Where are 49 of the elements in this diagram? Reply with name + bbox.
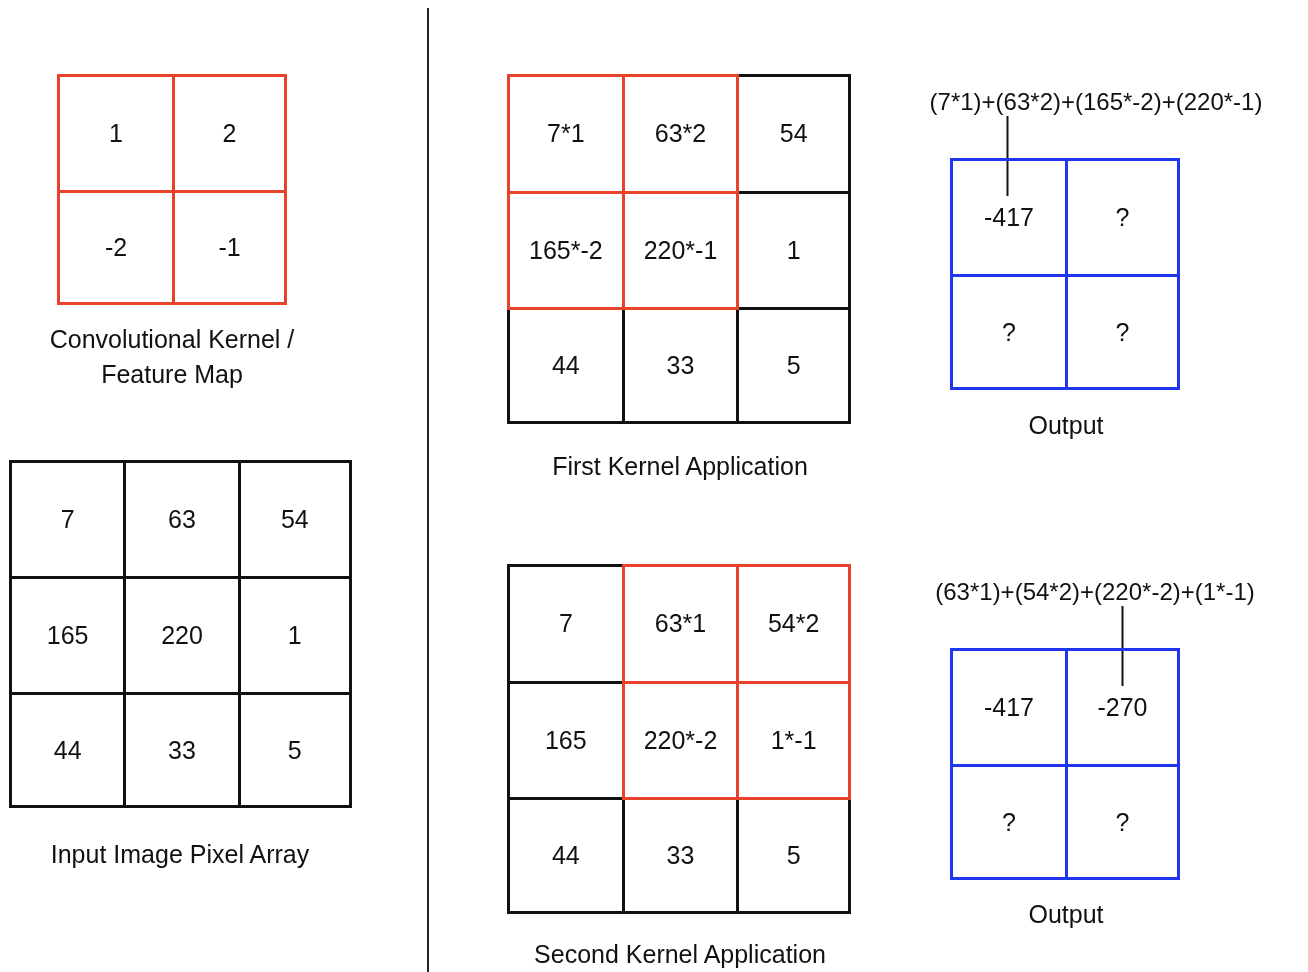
node-label: Output: [1027, 899, 1105, 930]
cell-value: 33: [666, 841, 695, 871]
grid-cell: [736, 564, 851, 684]
cell-value: 7*1: [547, 119, 585, 149]
cell-value: 1: [786, 236, 801, 265]
node-label: Output: [1027, 410, 1105, 441]
cell-value: 63*2: [654, 119, 707, 149]
cell-value: 7: [60, 505, 75, 534]
cell-value: 5: [786, 351, 801, 381]
cell-value: ?: [1115, 317, 1130, 347]
cell-value: 5: [287, 735, 302, 765]
cell-value: ?: [1115, 203, 1130, 232]
cell-value: 63: [168, 505, 196, 534]
cell-value: 54*2: [767, 609, 820, 639]
cell-value: 63*1: [654, 609, 707, 639]
cell-value: 5: [786, 841, 801, 871]
leader-line: [1006, 115, 1009, 197]
cell-value: ?: [1115, 807, 1130, 837]
cell-value: -417: [983, 693, 1034, 722]
cell-value: 33: [666, 351, 695, 381]
cell-value: 220*-1: [643, 236, 718, 265]
node-label: Second Kernel Application: [533, 939, 827, 970]
cell-value: ?: [1002, 317, 1016, 347]
cell-value: 33: [168, 735, 196, 765]
node-label: Input Image Pixel Array: [49, 839, 311, 870]
cell-value: -2: [104, 232, 128, 262]
cell-value: 44: [551, 841, 580, 871]
cell-value: 165: [544, 726, 587, 755]
node-label: First Kernel Application: [551, 451, 809, 482]
cell-value: 44: [53, 735, 82, 765]
node-label: Convolutional Kernel / Feature Map: [48, 324, 296, 390]
cell-value: 54: [280, 505, 309, 534]
cell-value: 44: [551, 351, 580, 381]
cell-value: 1: [287, 621, 302, 650]
leader-line: [1121, 605, 1124, 687]
cell-value: 220: [161, 621, 203, 650]
cell-value: 54: [779, 119, 808, 149]
cell-value: -270: [1097, 693, 1148, 722]
cell-value: -1: [218, 232, 241, 262]
cell-value: 220*-2: [643, 726, 718, 755]
cell-value: 7: [558, 609, 573, 639]
cell-value: -417: [983, 203, 1034, 232]
cell-value: 165: [46, 621, 89, 650]
cell-value: 165*-2: [529, 236, 603, 265]
cell-value: ?: [1002, 807, 1016, 837]
cell-value: 1: [109, 118, 123, 148]
cell-value: 1*-1: [770, 726, 817, 755]
cell-value: 2: [222, 118, 237, 148]
grid-cell: [507, 74, 625, 194]
